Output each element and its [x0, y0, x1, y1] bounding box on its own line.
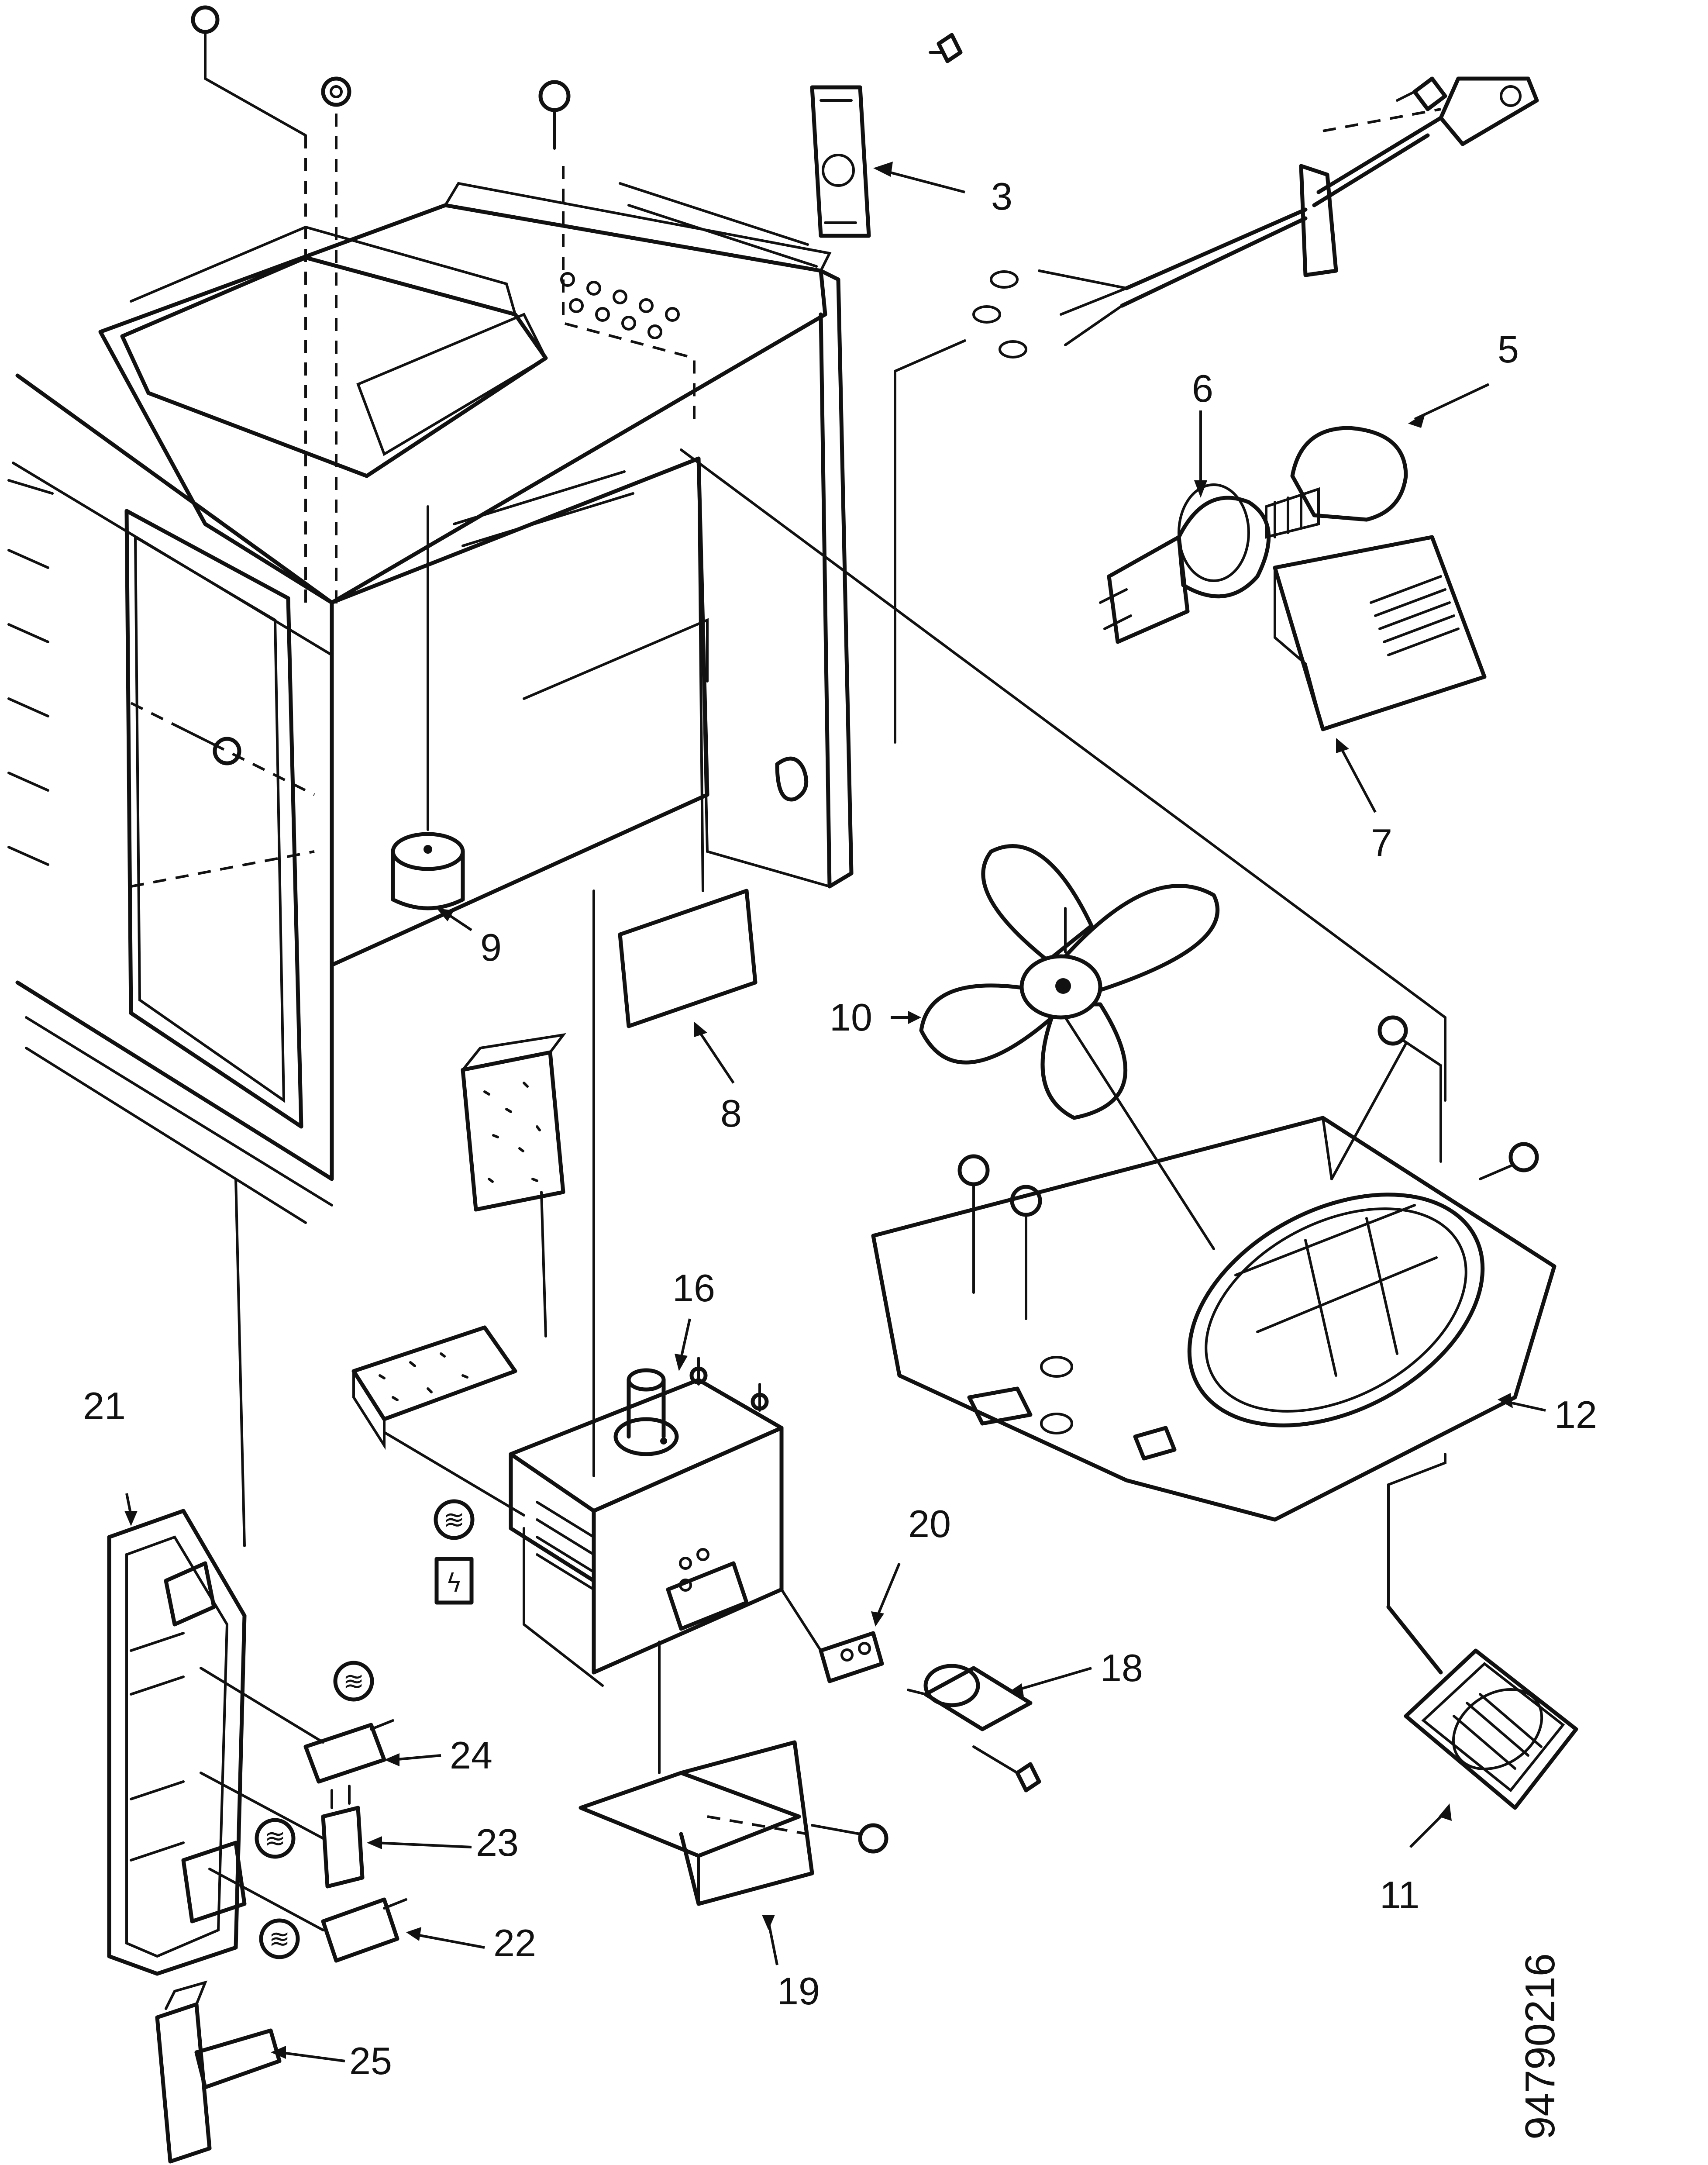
part-10-fan-blade: [891, 844, 1220, 1250]
symbol-b: ≋: [343, 1666, 365, 1696]
part-22-microswitch: [208, 1868, 485, 1963]
part-11-fan-motor: [1386, 1453, 1578, 1848]
symbol-a: ≋: [444, 1505, 465, 1534]
callout-11: 11: [1380, 1873, 1419, 1917]
part-21-latch-bracket: [107, 1178, 247, 1976]
document-number: 94790216: [1517, 1953, 1563, 2140]
callout-21: 21: [83, 1384, 126, 1427]
part-8-panel: [618, 457, 758, 1084]
symbol-d: ≋: [269, 1924, 290, 1954]
part-9-ferrite: [391, 505, 472, 931]
part-20-bracket: [780, 1562, 901, 1683]
callout-3: 3: [991, 175, 1012, 218]
callout-10: 10: [830, 996, 872, 1039]
callout-22: 22: [493, 1921, 536, 1965]
part-5-lamp-bulb: [1265, 383, 1490, 539]
part-16-magnetron: [509, 889, 784, 1687]
part-7-lamp-cover: [1273, 535, 1487, 813]
warning-icon: ϟ: [446, 1568, 462, 1598]
callout-8: 8: [720, 1092, 742, 1135]
callout-12: 12: [1554, 1393, 1597, 1436]
symbol-c: ≋: [265, 1824, 286, 1853]
part-24-microswitch: [200, 1667, 441, 1784]
cabinet-chassis: [7, 5, 963, 1224]
callout-9: 9: [480, 926, 502, 969]
callout-20: 20: [908, 1502, 951, 1545]
part-19-cover: [579, 1641, 888, 1965]
callout-25: 25: [349, 2039, 392, 2082]
callout-23: 23: [476, 1821, 519, 1864]
part-25-latch-lever: [155, 1980, 345, 2164]
part-3-cover-plate: [810, 85, 965, 238]
power-cord-assembly: [894, 76, 1539, 744]
part-6-lamp-socket: [1099, 410, 1271, 644]
callout-labels: 3 5 6 7 8 9 10 11 12 16 18 19 20 21 22 2…: [83, 175, 1597, 2082]
callout-19: 19: [777, 1969, 820, 2013]
part-18-thermal-cutout: [907, 1664, 1092, 1793]
callout-16: 16: [672, 1266, 715, 1310]
part-23-microswitch: [200, 1772, 472, 1889]
callout-6: 6: [1192, 367, 1213, 410]
callout-24: 24: [450, 1734, 492, 1777]
symbol-badges: ≋ ϟ ≋ ≋ ≋: [255, 1499, 475, 1959]
foam-pads: [351, 1033, 566, 1517]
part-12-fan-duct: [680, 448, 1556, 1522]
callout-5: 5: [1498, 328, 1519, 371]
callout-18: 18: [1100, 1646, 1143, 1689]
callout-7: 7: [1371, 821, 1392, 864]
